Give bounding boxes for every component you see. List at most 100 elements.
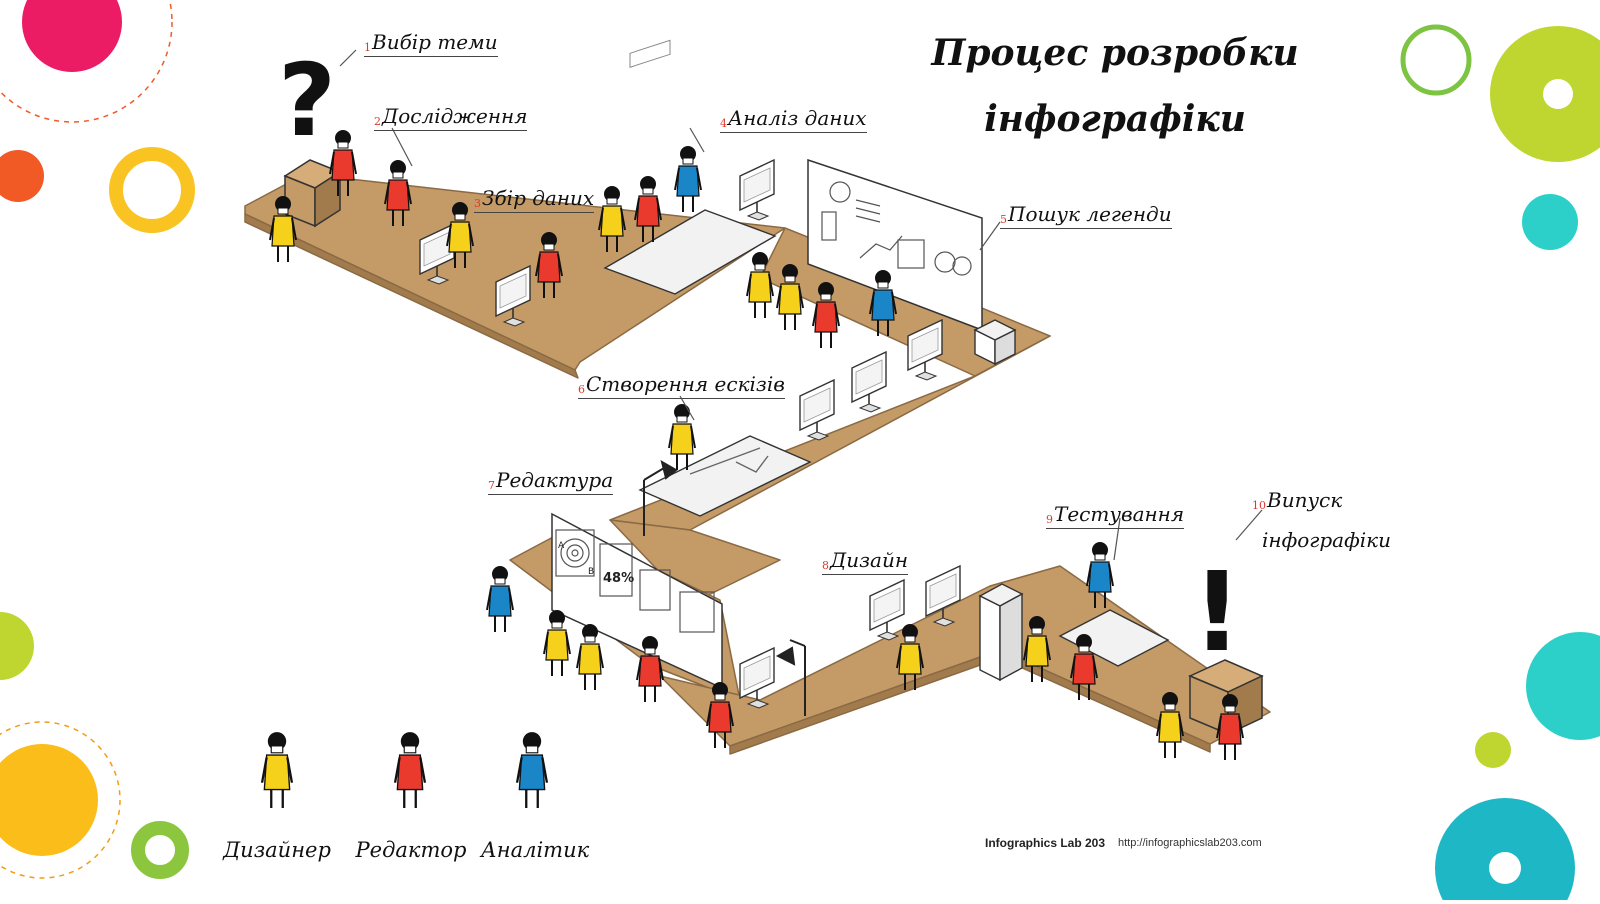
decor-ring-green-top-right	[1400, 24, 1472, 96]
step-4-label: 4Аналіз даних	[720, 106, 867, 133]
monitors	[419, 158, 961, 709]
step-10-number: 10	[1252, 499, 1266, 512]
decor-circle-teal-bottom-hole	[1489, 852, 1521, 884]
legend-editor-figure	[393, 732, 427, 808]
person-collect-editor	[535, 232, 563, 298]
decor-circle-lime-left	[0, 612, 34, 680]
step-1-text: Вибір теми	[372, 30, 498, 54]
step-10-label-line2: інфографіки	[1262, 528, 1391, 552]
monitor-analysis	[739, 158, 775, 221]
person-research-editor-2	[384, 160, 412, 226]
person-edit-designer-2	[576, 624, 604, 690]
decor-circle-teal-bottom	[1435, 798, 1575, 904]
monitor-design-1	[739, 646, 775, 709]
step-8-number: 8	[822, 559, 829, 572]
decor-circle-yellow-bottom	[0, 744, 98, 856]
monitor-research	[419, 222, 455, 285]
person-edit-editor	[636, 636, 664, 702]
step-2-text: Дослідження	[382, 104, 528, 128]
person-edit-designer-1	[543, 610, 571, 676]
step-5-label: 5Пошук легенди	[1000, 202, 1172, 229]
step-8-label: 8Дизайн	[822, 548, 909, 575]
step-9-number: 9	[1046, 513, 1053, 526]
desk-testing	[1058, 609, 1170, 667]
floor-edge-top	[244, 213, 579, 379]
decor-circle-teal-small	[1522, 194, 1578, 250]
decor-circle-pink	[22, 0, 122, 72]
shelf-top-right	[973, 319, 1017, 366]
person-edit-analyst	[486, 566, 514, 632]
step-3-label: 3Збір даних	[474, 186, 595, 213]
person-legend-designer-2	[776, 264, 804, 330]
step-1-label: 1Вибір теми	[364, 30, 498, 57]
person-analysis-analyst	[674, 146, 702, 212]
step-3-text: Збір даних	[482, 186, 595, 210]
decor-circle-teal-right	[1526, 632, 1600, 740]
step-8-text: Дизайн	[830, 548, 909, 572]
person-analysis-designer	[598, 186, 626, 252]
step-9-label: 9Тестування	[1046, 502, 1185, 529]
step-6-number: 6	[578, 383, 585, 396]
box-question	[283, 159, 342, 228]
person-legend-analyst	[869, 270, 897, 336]
people	[269, 130, 1244, 760]
exclamation-mark-icon: !	[1192, 548, 1242, 676]
monitor-row-1	[907, 318, 943, 381]
legend-analyst-label: Аналітик	[480, 838, 590, 862]
step-7-text: Редактура	[496, 468, 614, 492]
decor-ring-green-bottom	[131, 821, 189, 879]
board-letter-b: B	[588, 567, 594, 577]
footer-brand: Infographics Lab 203	[985, 836, 1106, 850]
step-5-text: Пошук легенди	[1008, 202, 1172, 226]
desk-analysis	[603, 39, 777, 295]
legend-figures	[260, 732, 549, 808]
monitor-design-3	[925, 564, 961, 627]
person-data-designer	[446, 202, 474, 268]
person-design-designer	[896, 624, 924, 690]
step-6-text: Створення ескізів	[586, 372, 785, 396]
person-legend-designer-1	[746, 252, 774, 318]
decor-circle-orange	[0, 150, 44, 202]
step-2-number: 2	[374, 115, 381, 128]
decor-ring-dashed-top	[0, 0, 173, 123]
step-9-text: Тестування	[1054, 502, 1185, 526]
step-4-number: 4	[720, 117, 727, 130]
person-research-editor-1	[329, 130, 357, 196]
board-letter-a: A	[558, 541, 565, 551]
legend-editor-label: Редактор	[355, 838, 467, 862]
step-7-label: 7Редактура	[488, 468, 614, 495]
shelf-bottom	[978, 583, 1024, 682]
monitor-design-2	[869, 578, 905, 641]
monitor-row-3	[799, 378, 835, 441]
decor-circle-lime-small	[1475, 732, 1511, 768]
legend-designer-label: Дизайнер	[223, 838, 331, 862]
step-7-number: 7	[488, 479, 495, 492]
step-2-label: 2Дослідження	[374, 104, 528, 131]
board-percent-label: 48%	[603, 571, 634, 586]
legend-analyst-figure	[515, 732, 549, 808]
lamp-design	[775, 639, 806, 716]
step-10-label: 10Випуск	[1252, 488, 1342, 512]
person-sketch-designer	[668, 404, 696, 470]
person-testing-analyst	[1086, 542, 1114, 608]
decor-ring-dashed-bottom	[0, 721, 121, 879]
step-1-number: 1	[364, 41, 371, 54]
monitor-row-2	[851, 350, 887, 413]
person-release-editor	[1216, 694, 1244, 760]
monitor-collect	[495, 264, 531, 327]
person-legend-editor	[812, 282, 840, 348]
label-pointers	[339, 49, 1263, 561]
footer-url: http://infographicslab203.com	[1118, 837, 1262, 849]
step-3-number: 3	[474, 197, 481, 210]
person-analysis-editor	[634, 176, 662, 242]
legend-designer-figure	[260, 732, 294, 808]
step-6-label: 6Створення ескізів	[578, 372, 785, 399]
decor-circle-lime-right-hole	[1543, 79, 1573, 109]
question-mark-icon: ?	[278, 42, 336, 159]
person-testing-designer	[1023, 616, 1051, 682]
step-5-number: 5	[1000, 213, 1007, 226]
decor-ring-yellow	[109, 147, 195, 233]
